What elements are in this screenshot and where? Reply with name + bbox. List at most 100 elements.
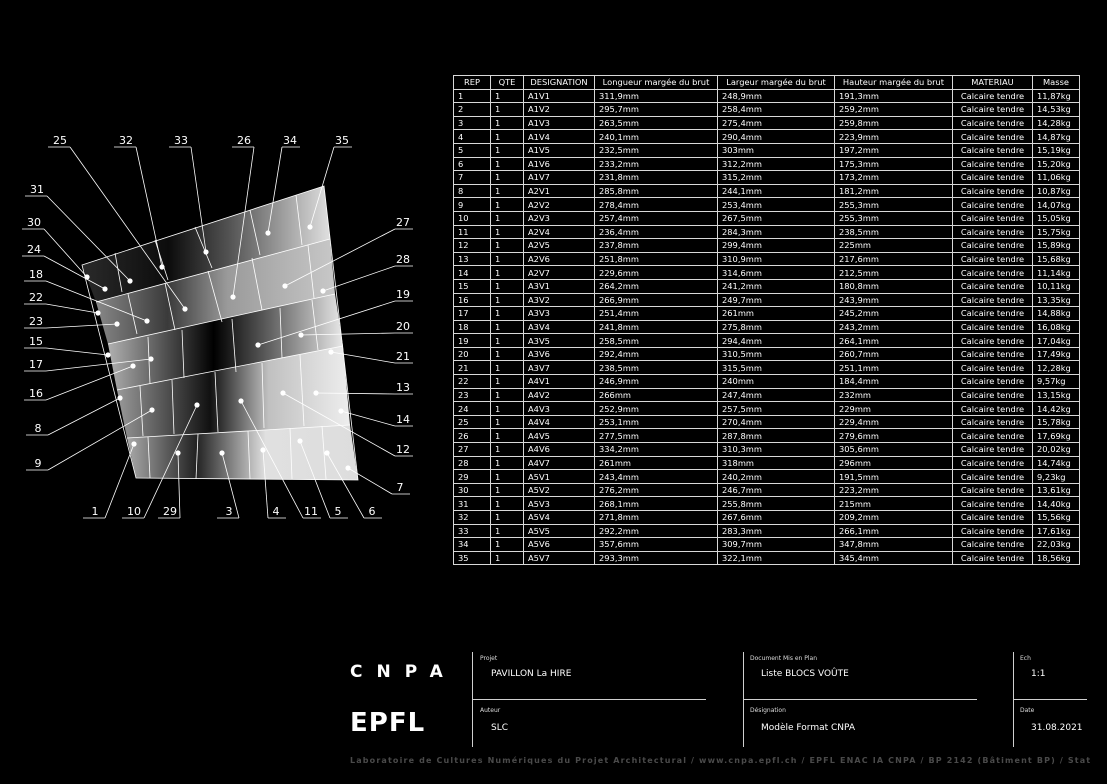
table-cell: A1V4 [523, 129, 595, 144]
callout-label: 30 [27, 216, 41, 229]
table-cell: 1 [490, 401, 524, 416]
callout-dot [182, 306, 188, 312]
table-cell: 246,9mm [594, 374, 718, 389]
table-cell: A5V2 [523, 482, 595, 498]
table-cell: A1V1 [523, 88, 595, 104]
table-cell: A4V3 [523, 401, 595, 416]
table-cell: 215mm [834, 496, 953, 511]
table-cell: A4V4 [523, 414, 595, 430]
document-value: Liste BLOCS VOÛTE [761, 669, 849, 679]
callout-leader [300, 332, 396, 336]
table-cell: 17,69kg [1032, 428, 1080, 444]
table-cell: 209,2mm [834, 510, 953, 525]
table-cell: 310,5mm [717, 346, 835, 362]
callout-dot [203, 249, 209, 255]
table-cell: 1 [490, 469, 524, 484]
table-cell: 18 [453, 319, 491, 335]
table-cell: A3V7 [523, 360, 595, 376]
table-cell: 20 [453, 346, 491, 362]
callout-leader [262, 449, 269, 519]
callout-dot [127, 278, 133, 284]
table-cell: Calcaire tendre [952, 333, 1033, 348]
table-cell: 246,7mm [717, 482, 835, 498]
table-cell: 14,74kg [1032, 455, 1080, 471]
table-cell: 260,7mm [834, 346, 953, 362]
callout-label: 3 [226, 505, 233, 518]
table-cell: 293,3mm [594, 550, 718, 566]
table-cell: A2V7 [523, 265, 595, 280]
table-cell: 347,8mm [834, 537, 953, 552]
table-cell: 236,4mm [594, 224, 718, 240]
table-cell: 271,8mm [594, 510, 718, 525]
table-cell: 22 [453, 374, 491, 389]
callout-leader [221, 452, 240, 519]
table-cell: A2V4 [523, 224, 595, 240]
table-cell: 229,4mm [834, 414, 953, 430]
table-cell: A4V7 [523, 455, 595, 471]
callout-leader [43, 255, 106, 290]
callout-leader [177, 452, 181, 519]
table-cell: A2V3 [523, 210, 595, 226]
table-cell: A5V4 [523, 510, 595, 525]
table-cell: 247,4mm [717, 387, 835, 403]
table-cell: A4V5 [523, 428, 595, 444]
table-cell: 294,4mm [717, 333, 835, 348]
callout-dot [95, 310, 101, 316]
table-cell: 11 [453, 224, 491, 240]
callout-leader [45, 358, 152, 372]
table-cell: A3V6 [523, 346, 595, 362]
table-cell: 1 [490, 238, 524, 253]
callout-leader [45, 323, 118, 329]
table-cell: 255,3mm [834, 197, 953, 212]
table-cell: Calcaire tendre [952, 142, 1033, 158]
table-cell: 15,19kg [1032, 142, 1080, 158]
callout-leader [47, 409, 153, 471]
table-cell: 259,8mm [834, 115, 953, 131]
table-cell: 13,15kg [1032, 387, 1080, 403]
table-cell: A1V3 [523, 115, 595, 131]
auteur-value: SLC [491, 723, 509, 733]
table-cell: 1 [490, 251, 524, 267]
callout-dot [194, 402, 200, 408]
table-cell: 279,6mm [834, 428, 953, 444]
callout-label: 31 [30, 183, 44, 196]
table-cell: 258,5mm [594, 333, 718, 348]
table-cell: 1 [490, 482, 524, 498]
table-cell: 217,6mm [834, 251, 953, 267]
callout-leader [282, 392, 396, 457]
callout-dot [324, 450, 330, 456]
callout-label: 26 [237, 134, 251, 147]
table-cell: Calcaire tendre [952, 129, 1033, 144]
title-block-divider [472, 699, 706, 700]
table-cell: 8 [453, 183, 491, 199]
table-cell: 17,04kg [1032, 333, 1080, 348]
table-cell: 284,3mm [717, 224, 835, 240]
table-cell: A3V5 [523, 333, 595, 348]
table-cell: 238,5mm [834, 224, 953, 240]
table-cell: 17,61kg [1032, 523, 1080, 539]
callout-dot [219, 450, 225, 456]
table-cell: A4V6 [523, 442, 595, 457]
callout-label: 4 [273, 505, 280, 518]
callout-leader [47, 397, 121, 436]
table-cell: 231,8mm [594, 170, 718, 185]
callout-dot [230, 294, 236, 300]
callout-label: 7 [397, 481, 404, 494]
callout-label: 24 [27, 243, 41, 256]
callout-leader [45, 303, 99, 314]
table-cell: Calcaire tendre [952, 469, 1033, 484]
callout-leader [45, 365, 134, 401]
table-cell: 1 [490, 510, 524, 525]
callout-label: 16 [29, 387, 43, 400]
callout-label: 10 [127, 505, 141, 518]
table-cell: 1 [490, 387, 524, 403]
callout-leader [104, 443, 135, 519]
table-cell: 334,2mm [594, 442, 718, 457]
table-cell: A5V7 [523, 550, 595, 566]
table-cell: 305,6mm [834, 442, 953, 457]
table-cell: 191,5mm [834, 469, 953, 484]
